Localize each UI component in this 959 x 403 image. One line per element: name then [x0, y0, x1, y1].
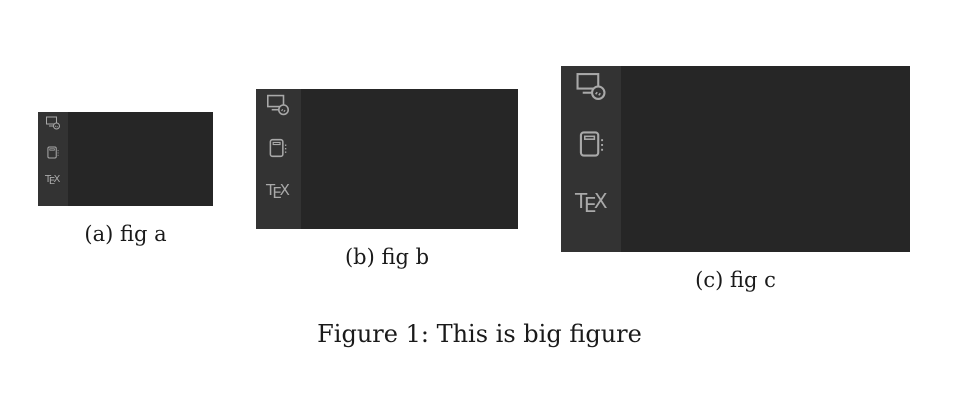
figure-caption: Figure 1: This is big figure — [317, 320, 642, 348]
subfigure-c-screenshot: TEX — [561, 66, 910, 252]
subfigure-c-caption: (c) fig c — [695, 268, 776, 292]
subfigure-a-caption: (a) fig a — [84, 222, 167, 246]
subfigure-b-screenshot: TEX — [256, 89, 518, 229]
tex-icon[interactable]: TEX — [575, 189, 608, 218]
tex-icon[interactable]: TEX — [45, 174, 60, 188]
notebook-icon[interactable] — [579, 130, 604, 158]
activity-bar: TEX — [38, 112, 68, 206]
notebook-icon[interactable] — [269, 138, 287, 158]
remote-explorer-icon[interactable] — [575, 72, 607, 101]
subfigure-b-caption: (b) fig b — [344, 245, 430, 269]
remote-explorer-icon[interactable] — [45, 116, 61, 130]
activity-bar: TEX — [256, 89, 301, 229]
subfigure-a-screenshot: TEX — [38, 112, 213, 206]
notebook-icon[interactable] — [47, 146, 59, 159]
remote-explorer-icon[interactable] — [266, 94, 290, 116]
tex-icon[interactable]: TEX — [266, 181, 290, 203]
activity-bar: TEX — [561, 66, 621, 252]
